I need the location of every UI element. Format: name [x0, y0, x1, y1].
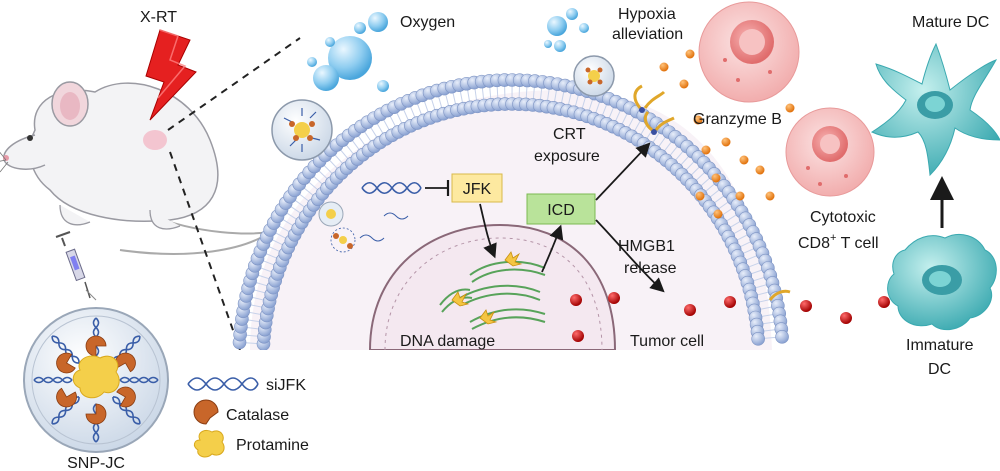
arrow-icd-hmgb1 [595, 219, 665, 293]
dna-break-sparks [451, 251, 523, 325]
hypoxia-bubbles [544, 8, 589, 52]
jfk-box [451, 173, 503, 203]
dna-damage-label: DNA damage [400, 333, 495, 350]
legend: siJFK Catalase Protamine [187, 377, 309, 458]
immature-label-2: DC [928, 361, 951, 378]
xrt-label: X-RT [140, 9, 177, 26]
cytotoxic-label-1: Cytotoxic [810, 209, 876, 226]
zoom-line-bottom [169, 151, 241, 351]
legend-label: siJFK [266, 377, 306, 394]
tumor-cell-label: Tumor cell [630, 333, 704, 350]
legend-label: Protamine [236, 437, 309, 454]
oxygen-bubbles [307, 12, 389, 92]
cell-membrane [232, 73, 789, 351]
arrow-jfk-dna [479, 203, 497, 259]
legend-label: Catalase [226, 407, 289, 424]
syringe-icon [55, 231, 91, 299]
np-sirna-strand [51, 396, 80, 424]
membrane-nanoparticle-left [271, 99, 333, 161]
cytotoxic-label-2: CD8+ T cell [798, 232, 879, 252]
lipid-head [751, 332, 765, 346]
icd-label: ICD [547, 202, 575, 219]
membrane-nanoparticle-top [573, 55, 615, 97]
immature-label-1: Immature [906, 337, 974, 354]
internalized-nanoparticle [318, 201, 409, 253]
hmgb1-molecules [570, 292, 890, 342]
np-catalase [56, 352, 76, 374]
hypoxia-label-2: alleviation [612, 26, 683, 43]
np-sirna-strand [112, 396, 140, 425]
hmgb1-label-1: HMGB1 [618, 238, 675, 255]
xrt-bolt-icon [145, 29, 197, 121]
helix-icon [187, 377, 259, 391]
mouse [0, 81, 271, 255]
np-sirna-strand [52, 335, 80, 364]
mature-dc [870, 42, 1000, 177]
hmgb1-label-2: release [624, 260, 677, 277]
legend-item-sijfk: siJFK [187, 377, 306, 394]
sijfk-in-cell [361, 181, 422, 195]
np-catalase [116, 386, 136, 408]
np-sirna-strand [119, 376, 159, 384]
np-catalase [85, 335, 107, 357]
crt-label-1: CRT [553, 126, 586, 143]
lipid-head [775, 330, 789, 344]
np-sirna-strand [112, 336, 141, 364]
np-sirna-strand [33, 376, 73, 384]
catalase-icon [193, 399, 219, 425]
crt-label-2: exposure [534, 148, 600, 165]
tumor-site [143, 130, 167, 150]
oxygen-label: Oxygen [400, 14, 455, 31]
immature-dc [887, 234, 997, 331]
arrow-icd-crt [595, 142, 651, 201]
jfk-label: JFK [463, 181, 492, 198]
snp-jc-nanoparticle [23, 307, 169, 453]
legend-item-protamine: Protamine [193, 429, 309, 458]
protamine-core [72, 355, 120, 399]
cytotoxic-t-cell-bottom [785, 107, 875, 197]
mature-dc-label: Mature DC [912, 14, 989, 31]
protamine-icon [193, 429, 225, 458]
np-catalase [56, 387, 77, 408]
np-catalase [85, 403, 107, 425]
zoom-line-top [167, 37, 301, 131]
legend-item-catalase: Catalase [193, 399, 289, 425]
hypoxia-label-1: Hypoxia [618, 6, 676, 23]
arrow-dna-icd [541, 224, 564, 273]
crt-receptors [633, 84, 791, 301]
granzyme-label: Granzyme B [693, 111, 782, 128]
cytotoxic-t-cell-top [698, 1, 800, 103]
snp-jc-label: SNP-JC [67, 455, 125, 471]
icd-box [526, 193, 596, 225]
